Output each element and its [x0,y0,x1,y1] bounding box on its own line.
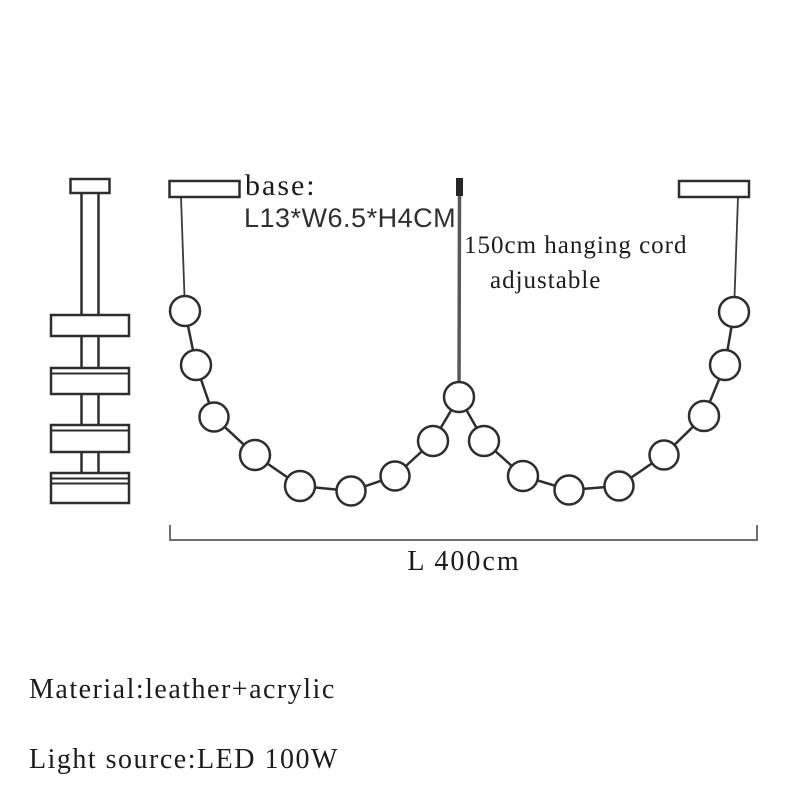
base-label: base: [245,169,317,202]
base-dimensions-label: L13*W6.5*H4CM [244,203,457,233]
column-disc-3 [49,423,131,454]
hanging-cord-center [456,178,463,398]
ceiling-plates [168,179,751,199]
cord-top-cap [456,178,463,196]
cord-adjustable-label: adjustable [490,267,602,294]
cord-length-label: 150cm hanging cord [464,232,688,259]
hanging-cord-right [733,196,739,313]
column-top-cap [69,177,111,195]
bead-chain [168,294,751,507]
hanging-cord-left [180,196,186,312]
material-label: Material:leather+acrylic [29,674,336,705]
chain-beads [168,294,751,507]
total-length-label: L 400cm [407,546,521,577]
ceiling-plate-right [677,179,751,199]
column-disc-1 [49,313,131,338]
light-source-label: Light source:LED 100W [29,744,339,775]
column-disc-2 [49,366,131,396]
ceiling-plate-left [168,179,241,199]
dimension-line [169,525,758,541]
side-view-column [49,177,131,505]
